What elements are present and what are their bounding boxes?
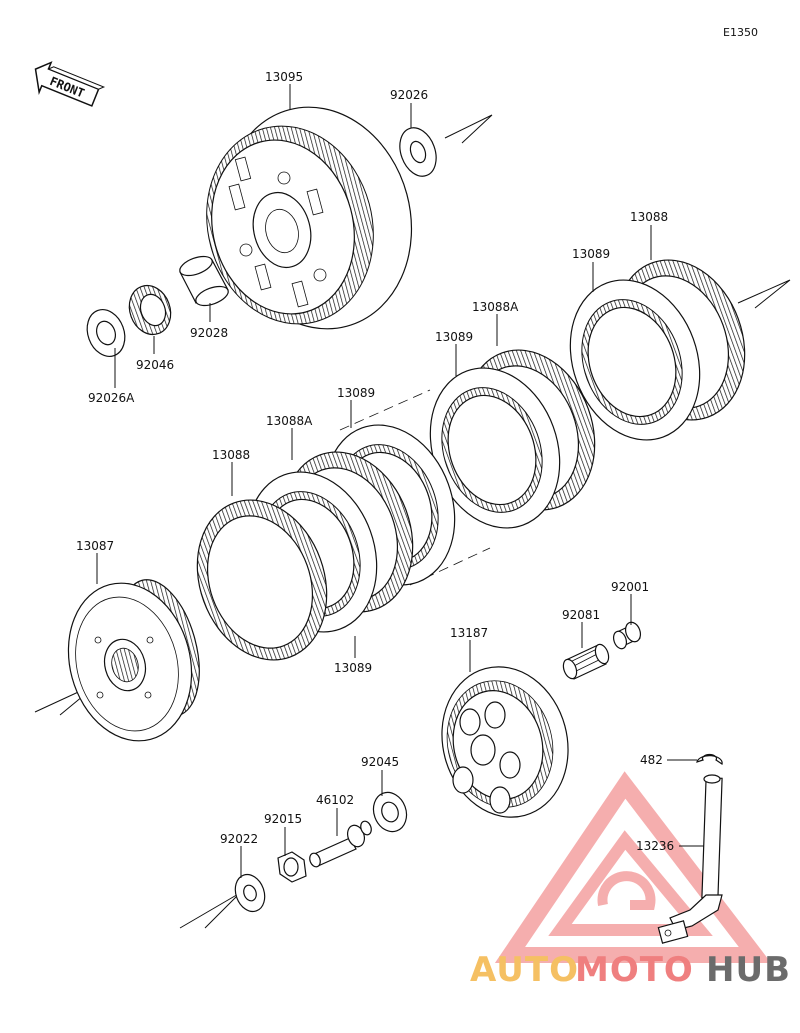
part-13236-lever-shaft[interactable] (657, 774, 723, 944)
label-13088a-lower: 13088A (266, 414, 313, 428)
label-13095: 13095 (265, 70, 303, 84)
label-92081: 92081 (562, 608, 600, 622)
label-92045: 92045 (361, 755, 399, 769)
watermark-word-moto: MOTO (575, 950, 694, 990)
part-92022-washer[interactable] (230, 870, 269, 915)
label-13089-mid: 13089 (435, 330, 473, 344)
part-13089-steel-plate-mid[interactable] (409, 350, 582, 547)
label-92026a: 92026A (88, 391, 135, 405)
diagram-code: E1350 (723, 26, 758, 39)
label-13088-top: 13088 (630, 210, 668, 224)
label-13089-bottom: 13089 (334, 661, 372, 675)
front-arrow-icon: FRONT (34, 61, 106, 107)
label-92001: 92001 (611, 580, 649, 594)
label-92026: 92026 (390, 88, 428, 102)
part-92015-nut[interactable] (277, 851, 307, 883)
part-92026a-washer[interactable] (81, 304, 131, 361)
watermark-logo-text: AUTO MOTO HUB (470, 950, 791, 990)
label-13087: 13087 (76, 539, 114, 553)
part-92046-needle-bearing[interactable] (123, 280, 178, 341)
label-13088-left: 13088 (212, 448, 250, 462)
watermark-logo-triangle (494, 771, 772, 963)
label-13236: 13236 (636, 839, 674, 853)
label-13089-top: 13089 (572, 247, 610, 261)
part-13187-pressure-plate[interactable] (425, 653, 584, 832)
label-482: 482 (640, 753, 663, 767)
part-92001-bolt[interactable] (611, 620, 643, 650)
part-labels: 13095 92026 92026A 92046 92028 13088 130… (76, 70, 674, 853)
part-13095-clutch-housing[interactable] (185, 86, 436, 350)
part-13089-steel-plate-top[interactable] (549, 262, 722, 459)
watermark-word-auto: AUTO (470, 950, 579, 990)
watermark-word-hub: HUB (706, 950, 791, 990)
leader-lines (96, 84, 704, 878)
label-92046: 92046 (136, 358, 174, 372)
label-13089-left: 13089 (337, 386, 375, 400)
label-92028: 92028 (190, 326, 228, 340)
part-482-circlip[interactable] (696, 753, 723, 765)
label-92015: 92015 (264, 812, 302, 826)
part-13087-clutch-hub[interactable] (51, 569, 213, 755)
part-92026-washer[interactable] (393, 123, 442, 182)
label-13088a-upper: 13088A (472, 300, 519, 314)
part-92028-sleeve[interactable] (177, 253, 230, 310)
label-92022: 92022 (220, 832, 258, 846)
part-46102-pushrod[interactable] (308, 820, 373, 869)
label-13187: 13187 (450, 626, 488, 640)
part-92081-spring[interactable] (561, 643, 611, 681)
label-46102: 46102 (316, 793, 354, 807)
part-13088-friction-plate-left[interactable] (176, 482, 349, 679)
part-92045-bearing[interactable] (368, 788, 412, 837)
